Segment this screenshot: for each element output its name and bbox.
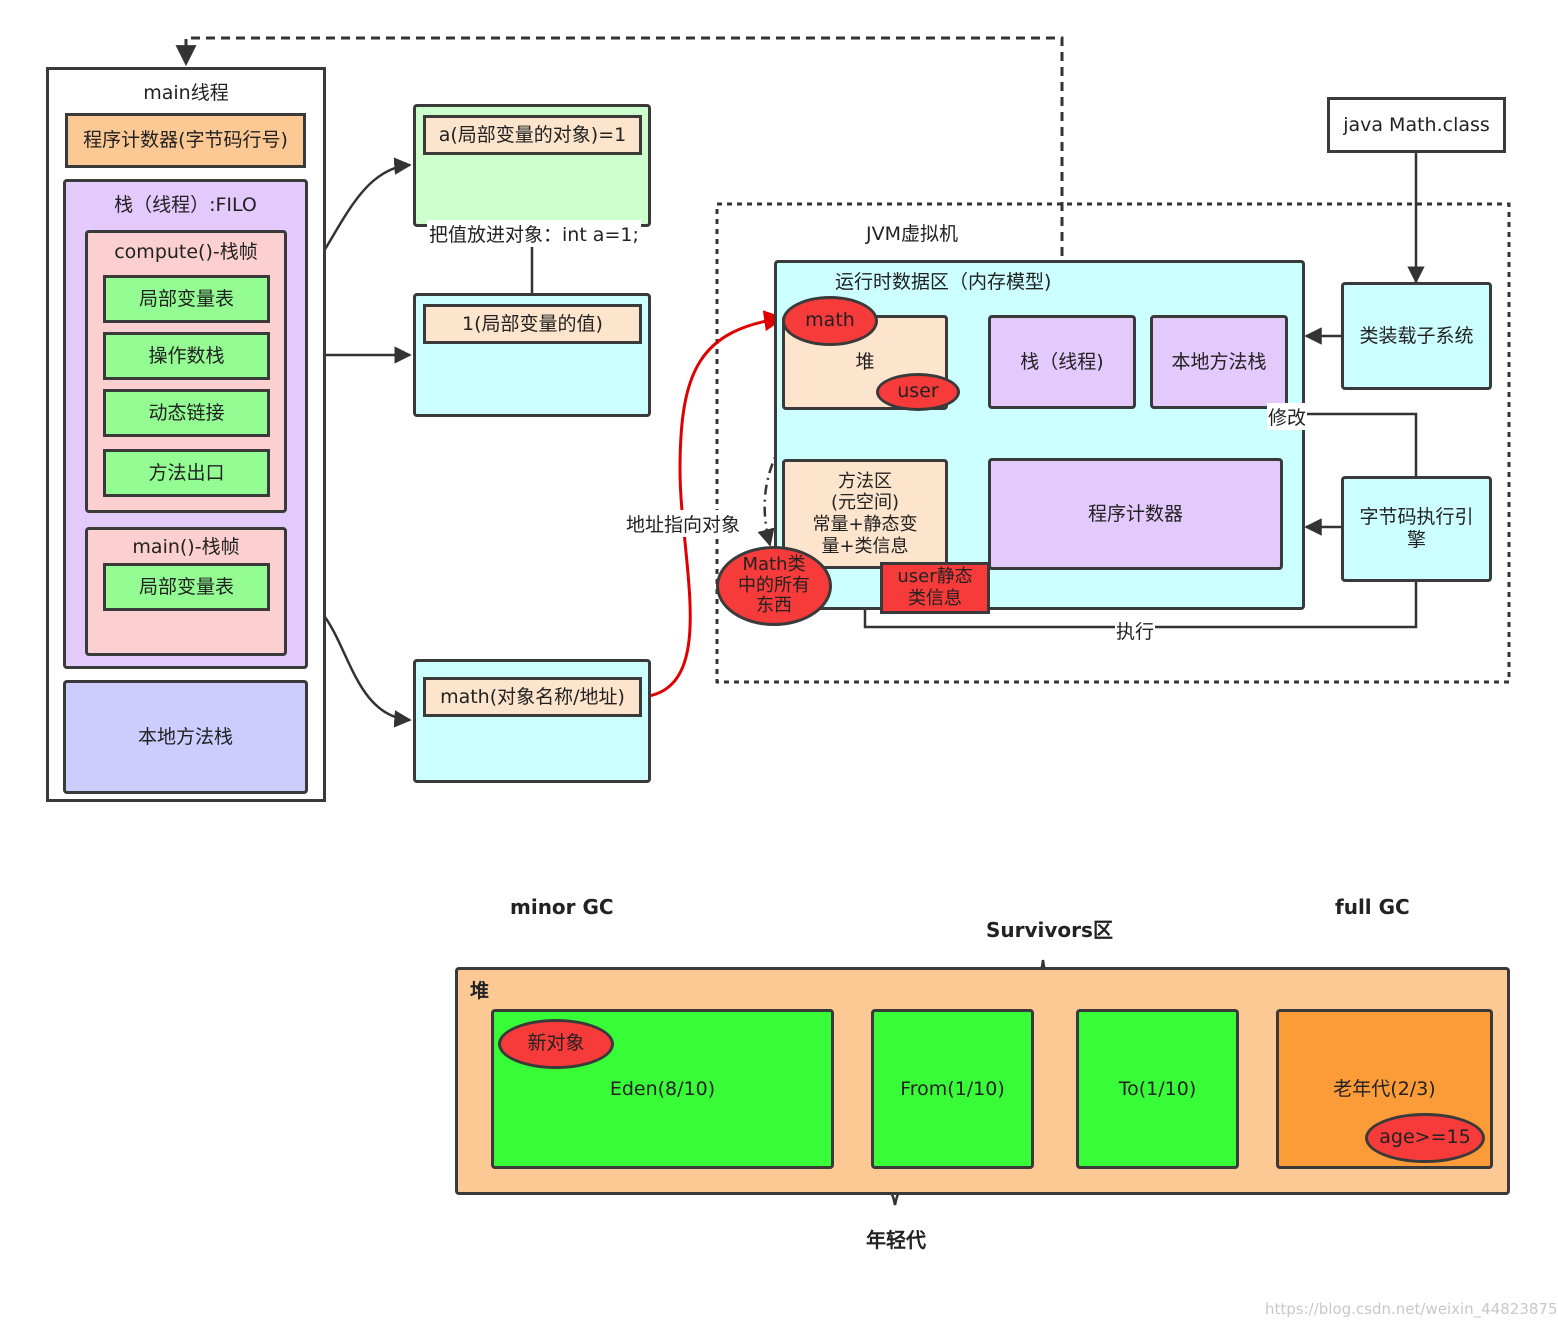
user-object-ellipse: user (876, 373, 960, 411)
to-space: To(1/10) (1076, 1009, 1239, 1169)
main-frame-title: main()-栈帧 (132, 536, 240, 558)
compute-dynamic-link: 动态链接 (103, 389, 270, 437)
new-object-ellipse: 新对象 (498, 1019, 614, 1069)
bytecode-execution-engine: 字节码执行引 擎 (1341, 476, 1492, 582)
class-loader-subsystem: 类装载子系统 (1341, 282, 1492, 390)
main-program-counter: 程序计数器(字节码行号) (65, 113, 306, 168)
assign-label: 把值放进对象：int a=1; (427, 220, 641, 247)
modify-label: 修改 (1267, 403, 1308, 430)
compute-operand-stack: 操作数栈 (103, 332, 270, 380)
gc-heap-title: 堆 (470, 980, 490, 1002)
watermark: https://blog.csdn.net/weixin_44823875 (1265, 1300, 1558, 1318)
survivors-label: Survivors区 (986, 918, 1113, 942)
runtime-data-area-title: 运行时数据区（内存模型) (835, 271, 1052, 293)
math-object-ellipse: math (782, 296, 878, 346)
age-threshold-ellipse: age>=15 (1365, 1113, 1485, 1163)
main-local-var-table: 局部变量表 (103, 563, 270, 611)
address-label: 地址指向对象 (624, 510, 743, 537)
math-ref: math(对象名称/地址) (423, 677, 642, 717)
object-a-value: a(局部变量的对象)=1 (423, 115, 642, 155)
compute-frame-title: compute()-栈帧 (114, 241, 258, 263)
minor-gc-label: minor GC (510, 895, 614, 919)
class-file: java Math.class (1327, 97, 1506, 153)
compute-local-var-table: 局部变量表 (103, 275, 270, 323)
method-area: 方法区 (元空间) 常量+静态变 量+类信息 (782, 459, 948, 569)
jvm-native-method-stack: 本地方法栈 (1150, 315, 1288, 409)
main-native-method-stack: 本地方法栈 (63, 680, 308, 794)
young-generation-label: 年轻代 (866, 1228, 926, 1252)
jvm-thread-stack: 栈（线程) (988, 315, 1136, 409)
compute-method-exit: 方法出口 (103, 449, 270, 497)
full-gc-label: full GC (1335, 895, 1410, 919)
math-class-ellipse: Math类 中的所有 东西 (716, 546, 832, 626)
jvm-title: JVM虚拟机 (866, 223, 958, 245)
from-space: From(1/10) (871, 1009, 1034, 1169)
value-1: 1(局部变量的值) (423, 304, 642, 344)
main-thread-title: main线程 (143, 82, 229, 104)
execute-label: 执行 (1115, 617, 1156, 644)
thread-stack-title: 栈（线程）:FILO (114, 194, 257, 216)
jvm-program-counter: 程序计数器 (988, 458, 1283, 570)
user-static-class-info: user静态 类信息 (880, 562, 990, 614)
